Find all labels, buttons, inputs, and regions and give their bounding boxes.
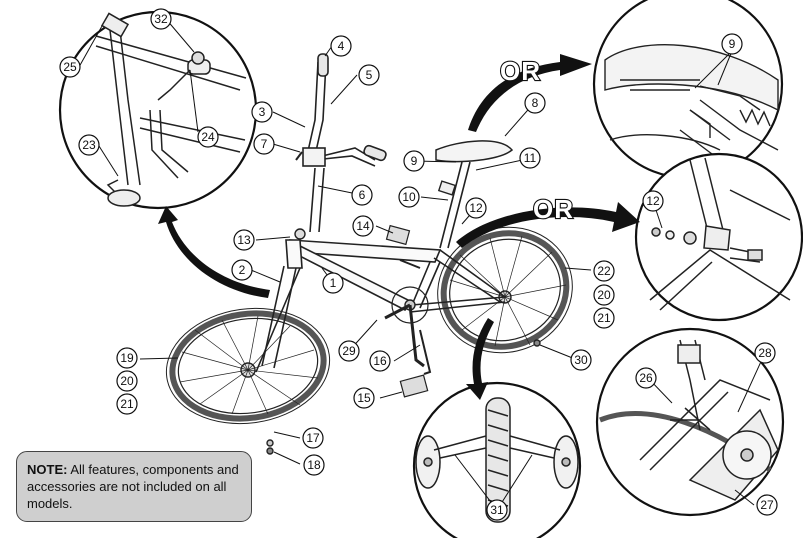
pedal-right bbox=[385, 224, 411, 246]
arrow-or-middle bbox=[456, 202, 640, 248]
callout-11: 11 bbox=[524, 151, 537, 165]
callout-24: 24 bbox=[201, 130, 215, 144]
callout-13: 13 bbox=[237, 233, 251, 247]
arrow-to-training-wheels bbox=[466, 318, 494, 400]
callout-9-detail: 9 bbox=[729, 37, 736, 51]
callout-bubbles bbox=[59, 8, 778, 521]
callout-7: 7 bbox=[261, 137, 268, 151]
callout-10: 10 bbox=[402, 190, 416, 204]
callout-2: 2 bbox=[239, 263, 246, 277]
callout-4: 4 bbox=[338, 39, 345, 53]
frame bbox=[285, 239, 506, 313]
detail-arrows bbox=[158, 54, 640, 400]
callout-21-rear: 21 bbox=[597, 311, 611, 325]
callout-23: 23 bbox=[82, 138, 96, 152]
detail-seat-clamp bbox=[592, 0, 784, 180]
callout-25: 25 bbox=[63, 60, 77, 74]
arrow-to-handlebar-detail bbox=[158, 206, 270, 298]
callout-17: 17 bbox=[306, 431, 320, 445]
headset-cup bbox=[294, 228, 306, 240]
callout-19: 19 bbox=[120, 351, 134, 365]
front-wheel bbox=[165, 307, 331, 425]
seat bbox=[435, 140, 514, 249]
detail-training-wheels bbox=[412, 381, 582, 538]
callout-12: 12 bbox=[469, 201, 483, 215]
callout-21-front: 21 bbox=[120, 397, 134, 411]
front-fork bbox=[255, 265, 301, 373]
callout-31: 31 bbox=[490, 503, 504, 517]
note-box: NOTE: All features, components and acces… bbox=[16, 451, 252, 522]
callout-20-rear: 20 bbox=[597, 288, 611, 302]
rear-axle-nut bbox=[533, 339, 541, 347]
kickstand bbox=[419, 329, 432, 375]
callout-8: 8 bbox=[532, 96, 539, 110]
or-label-top: OR bbox=[500, 56, 541, 86]
callout-27: 27 bbox=[760, 498, 774, 512]
pedal-left bbox=[399, 374, 429, 398]
callout-16: 16 bbox=[373, 354, 387, 368]
callout-6: 6 bbox=[359, 188, 366, 202]
note-heading: NOTE: bbox=[27, 462, 68, 477]
main-bicycle bbox=[165, 53, 573, 455]
detail-chain-guard bbox=[595, 327, 785, 517]
callout-9: 9 bbox=[411, 154, 418, 168]
handlebar bbox=[295, 53, 387, 233]
callout-5: 5 bbox=[366, 68, 373, 82]
chainwheel bbox=[384, 259, 429, 368]
callout-29: 29 bbox=[342, 344, 356, 358]
callout-numbers: 1 2 3 4 5 6 7 8 9 9 10 11 12 12 13 14 15… bbox=[63, 12, 774, 517]
callout-18: 18 bbox=[307, 458, 321, 472]
front-axle-washer bbox=[266, 439, 274, 447]
note-text: All features, components and accessories… bbox=[27, 462, 239, 511]
rear-wheel bbox=[437, 226, 573, 354]
callout-32: 32 bbox=[154, 12, 168, 26]
callout-22: 22 bbox=[597, 264, 611, 278]
callout-14: 14 bbox=[356, 219, 370, 233]
callout-12-detail: 12 bbox=[646, 194, 660, 208]
callout-28: 28 bbox=[758, 346, 772, 360]
callout-20-front: 20 bbox=[120, 374, 134, 388]
callout-1: 1 bbox=[330, 276, 337, 290]
callout-15: 15 bbox=[357, 391, 371, 405]
callout-30: 30 bbox=[574, 353, 588, 367]
or-label-middle: OR bbox=[533, 194, 574, 224]
detail-seat-qr bbox=[634, 152, 803, 322]
arrow-or-top bbox=[468, 54, 592, 132]
callout-3: 3 bbox=[259, 105, 266, 119]
detail-handlebar bbox=[58, 10, 258, 210]
callout-26: 26 bbox=[639, 371, 653, 385]
front-axle-nut bbox=[266, 447, 274, 455]
